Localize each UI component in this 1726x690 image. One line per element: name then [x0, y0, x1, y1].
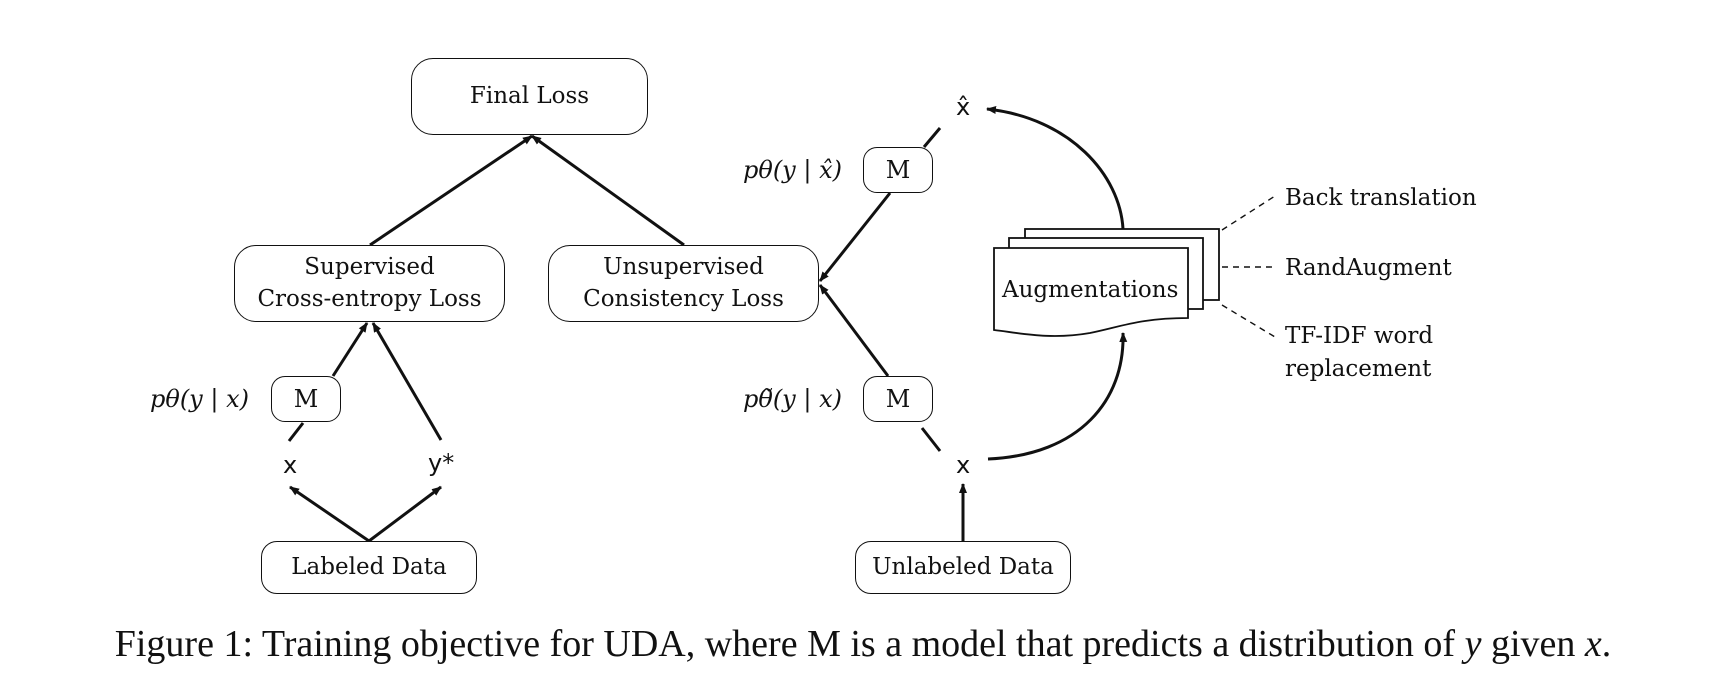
- arrow-unsupervised-to-final: [531, 134, 685, 247]
- method-back-translation: Back translation: [1285, 185, 1477, 211]
- model-box-unlabeled: M: [863, 376, 933, 422]
- line-xhat-to-m: [922, 127, 942, 148]
- unsupervised-loss-line1: Unsupervised: [603, 254, 764, 281]
- unsupervised-loss-box: Unsupervised Consistency Loss: [548, 245, 819, 322]
- caption-prefix: Figure 1: Training objective for UDA, wh…: [114, 623, 1465, 665]
- supervised-loss-line2: Cross-entropy Loss: [257, 285, 482, 312]
- caption-middle: given: [1481, 623, 1585, 665]
- supervised-loss-box: Supervised Cross-entropy Loss: [234, 245, 505, 322]
- figure-caption: Figure 1: Training objective for UDA, wh…: [0, 622, 1726, 666]
- caption-var-x: x: [1584, 623, 1602, 665]
- unsupervised-loss-line2: Consistency Loss: [583, 285, 784, 312]
- arrow-labeled-to-ystar: [368, 485, 442, 543]
- final-loss-label: Final Loss: [469, 82, 590, 109]
- arrow-m-hat-to-unsupervised: [818, 192, 892, 282]
- arrow-m-tilde-to-unsupervised: [818, 284, 890, 377]
- arrow-supervised-to-final: [369, 134, 533, 247]
- p-supervised-label: pθ(y | x): [150, 385, 249, 413]
- line-x-to-m-tilde: [920, 427, 942, 452]
- augmentations-label: Augmentations: [1002, 277, 1179, 303]
- unlabeled-data-box: Unlabeled Data: [855, 541, 1071, 594]
- model-box-augmented: M: [863, 147, 933, 193]
- caption-suffix: .: [1601, 623, 1612, 665]
- model-label-augmented: M: [885, 155, 911, 184]
- line-x-to-m-supervised: [287, 422, 305, 442]
- arrow-m-to-supervised: [331, 322, 369, 377]
- model-box-supervised: M: [271, 376, 341, 422]
- labeled-data-box: Labeled Data: [261, 541, 477, 594]
- labeled-data-label: Labeled Data: [291, 553, 447, 580]
- supervised-loss-line1: Supervised: [304, 254, 435, 281]
- arrow-ystar-to-supervised: [371, 322, 443, 441]
- p-unlabeled-label: pθ̃(y | x): [743, 385, 842, 413]
- x-hat-label: x̂: [956, 93, 971, 121]
- p-augmented-label: pθ(y | x̂): [743, 156, 842, 184]
- caption-var-y: y: [1464, 623, 1482, 665]
- leader-tfidf: [1221, 304, 1276, 338]
- arrow-labeled-to-x: [289, 485, 370, 543]
- final-loss-box: Final Loss: [411, 58, 648, 135]
- arrow-augmentations-to-xhat: [986, 105, 1125, 230]
- model-label-supervised: M: [293, 384, 319, 413]
- method-tfidf-line1: TF-IDF word: [1285, 323, 1434, 349]
- x-unlabeled-label: x: [956, 451, 971, 479]
- arrow-x-to-augmentations: [987, 332, 1128, 461]
- leader-back-translation: [1221, 195, 1276, 231]
- method-randaugment: RandAugment: [1285, 255, 1452, 281]
- y-star-label: y*: [428, 449, 455, 477]
- augmentation-stack: [993, 228, 1220, 337]
- unlabeled-data-label: Unlabeled Data: [872, 553, 1054, 580]
- model-label-unlabeled: M: [885, 384, 911, 413]
- x-labeled-label: x: [283, 451, 298, 479]
- method-tfidf-line2: replacement: [1285, 356, 1432, 382]
